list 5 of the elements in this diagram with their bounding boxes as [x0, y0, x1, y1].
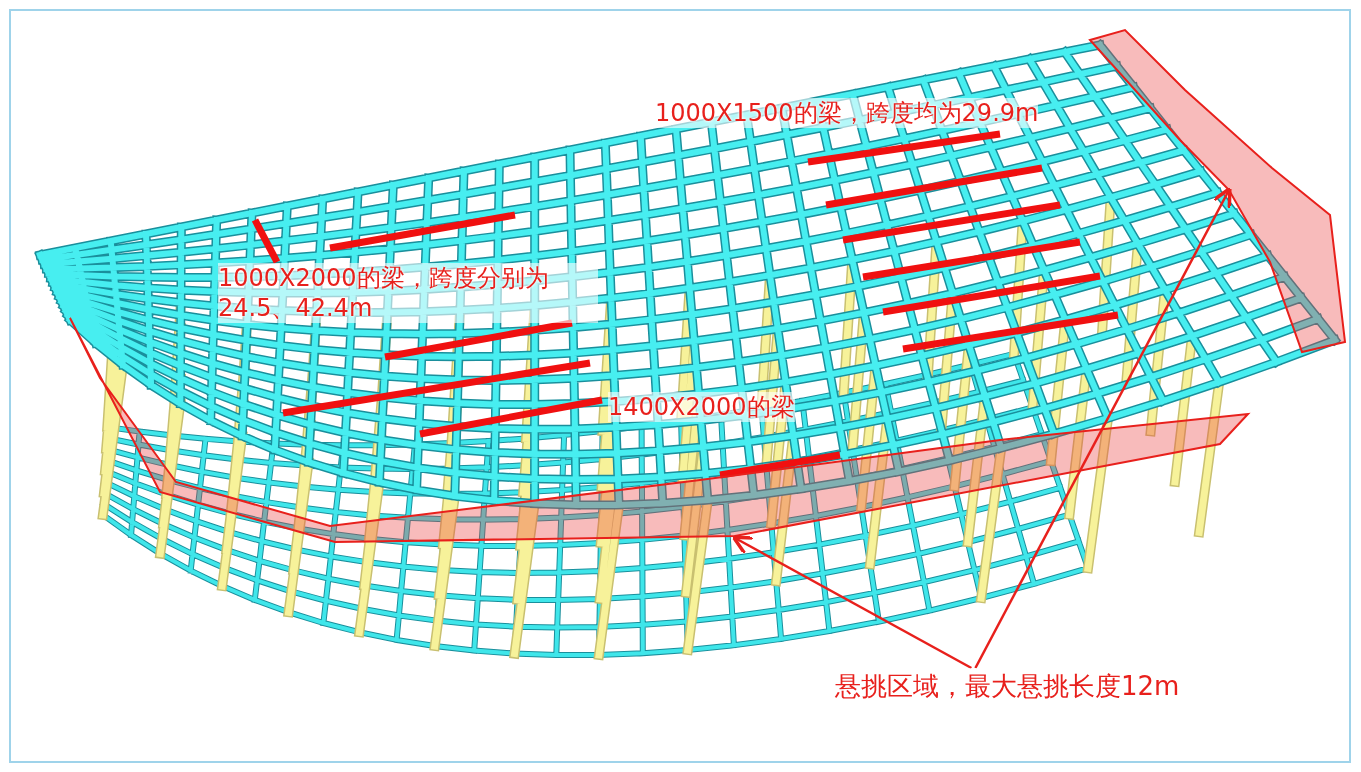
leader-arrow	[974, 186, 1232, 669]
annotation-text: 1400X2000的梁	[608, 392, 795, 422]
leader-arrow	[731, 535, 972, 670]
annotation-text: 1000X1500的梁，跨度均为29.9m	[655, 98, 1039, 128]
annotation-text: 1000X2000的梁，跨度分别为24.5、42.4m	[218, 263, 598, 323]
